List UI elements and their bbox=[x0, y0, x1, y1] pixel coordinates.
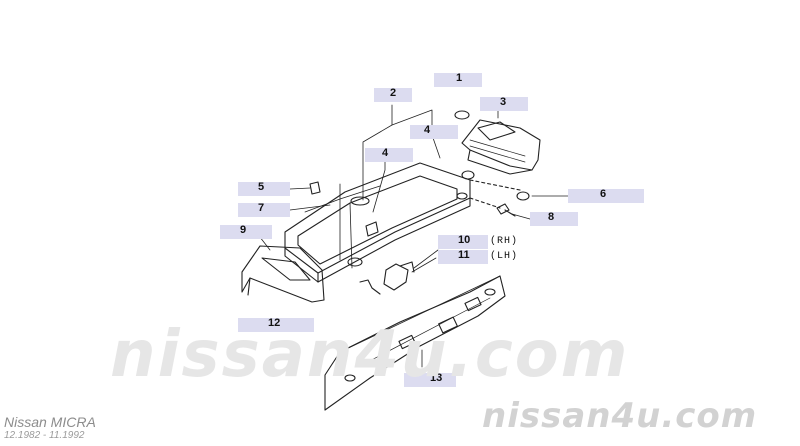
retainer-part bbox=[383, 263, 409, 291]
watermark-center: nissan4u.com bbox=[110, 318, 630, 392]
production-dates-label: 12.1982 - 11.1992 bbox=[4, 430, 85, 441]
callout-number: 9 bbox=[240, 224, 247, 236]
callout-number: 2 bbox=[390, 87, 397, 99]
callout-8: 8 bbox=[530, 211, 578, 226]
hole-plug-part bbox=[454, 110, 470, 120]
callout-number: 5 bbox=[258, 181, 265, 193]
callout-4b: 4 bbox=[365, 147, 413, 162]
callout-4a: 4 bbox=[410, 124, 458, 139]
callout-7: 7 bbox=[238, 202, 290, 217]
callout-2: 2 bbox=[374, 87, 412, 102]
callout-number: 7 bbox=[258, 202, 265, 214]
callout-number: 8 bbox=[548, 211, 555, 223]
callout-10-suffix: (RH) bbox=[490, 236, 519, 247]
rear-panel-part bbox=[324, 275, 506, 411]
callout-number: 4 bbox=[382, 147, 389, 159]
callout-12: 12 bbox=[238, 317, 314, 332]
vehicle-model-label: Nissan MICRA bbox=[4, 414, 96, 430]
callout-13: 13 bbox=[404, 372, 456, 387]
callout-5: 5 bbox=[238, 181, 290, 196]
speaker-cover-part bbox=[461, 119, 541, 175]
callout-1: 1 bbox=[434, 72, 482, 87]
callout-number: 10 bbox=[458, 234, 471, 246]
callout-number: 6 bbox=[600, 188, 607, 200]
callout-number: 12 bbox=[268, 317, 281, 329]
callout-number: 4 bbox=[424, 124, 431, 136]
callout-number: 1 bbox=[456, 72, 463, 84]
clip-part bbox=[309, 181, 321, 195]
callout-11: 11 bbox=[438, 249, 488, 264]
watermark-corner: nissan4u.com bbox=[482, 396, 758, 436]
callout-number: 13 bbox=[430, 372, 443, 384]
washer-part bbox=[516, 191, 530, 201]
screw-part bbox=[496, 203, 516, 217]
rear-parcel-shelf-part bbox=[284, 162, 475, 283]
callout-number: 3 bbox=[500, 96, 507, 108]
side-bracket-part bbox=[241, 245, 325, 303]
callout-11-suffix: (LH) bbox=[490, 251, 519, 262]
bolt-part bbox=[359, 279, 381, 295]
callout-9: 9 bbox=[220, 224, 272, 239]
callout-3: 3 bbox=[480, 96, 528, 111]
callout-number: 11 bbox=[458, 249, 470, 261]
callout-6: 6 bbox=[568, 188, 644, 203]
callout-10: 10 bbox=[438, 234, 488, 249]
